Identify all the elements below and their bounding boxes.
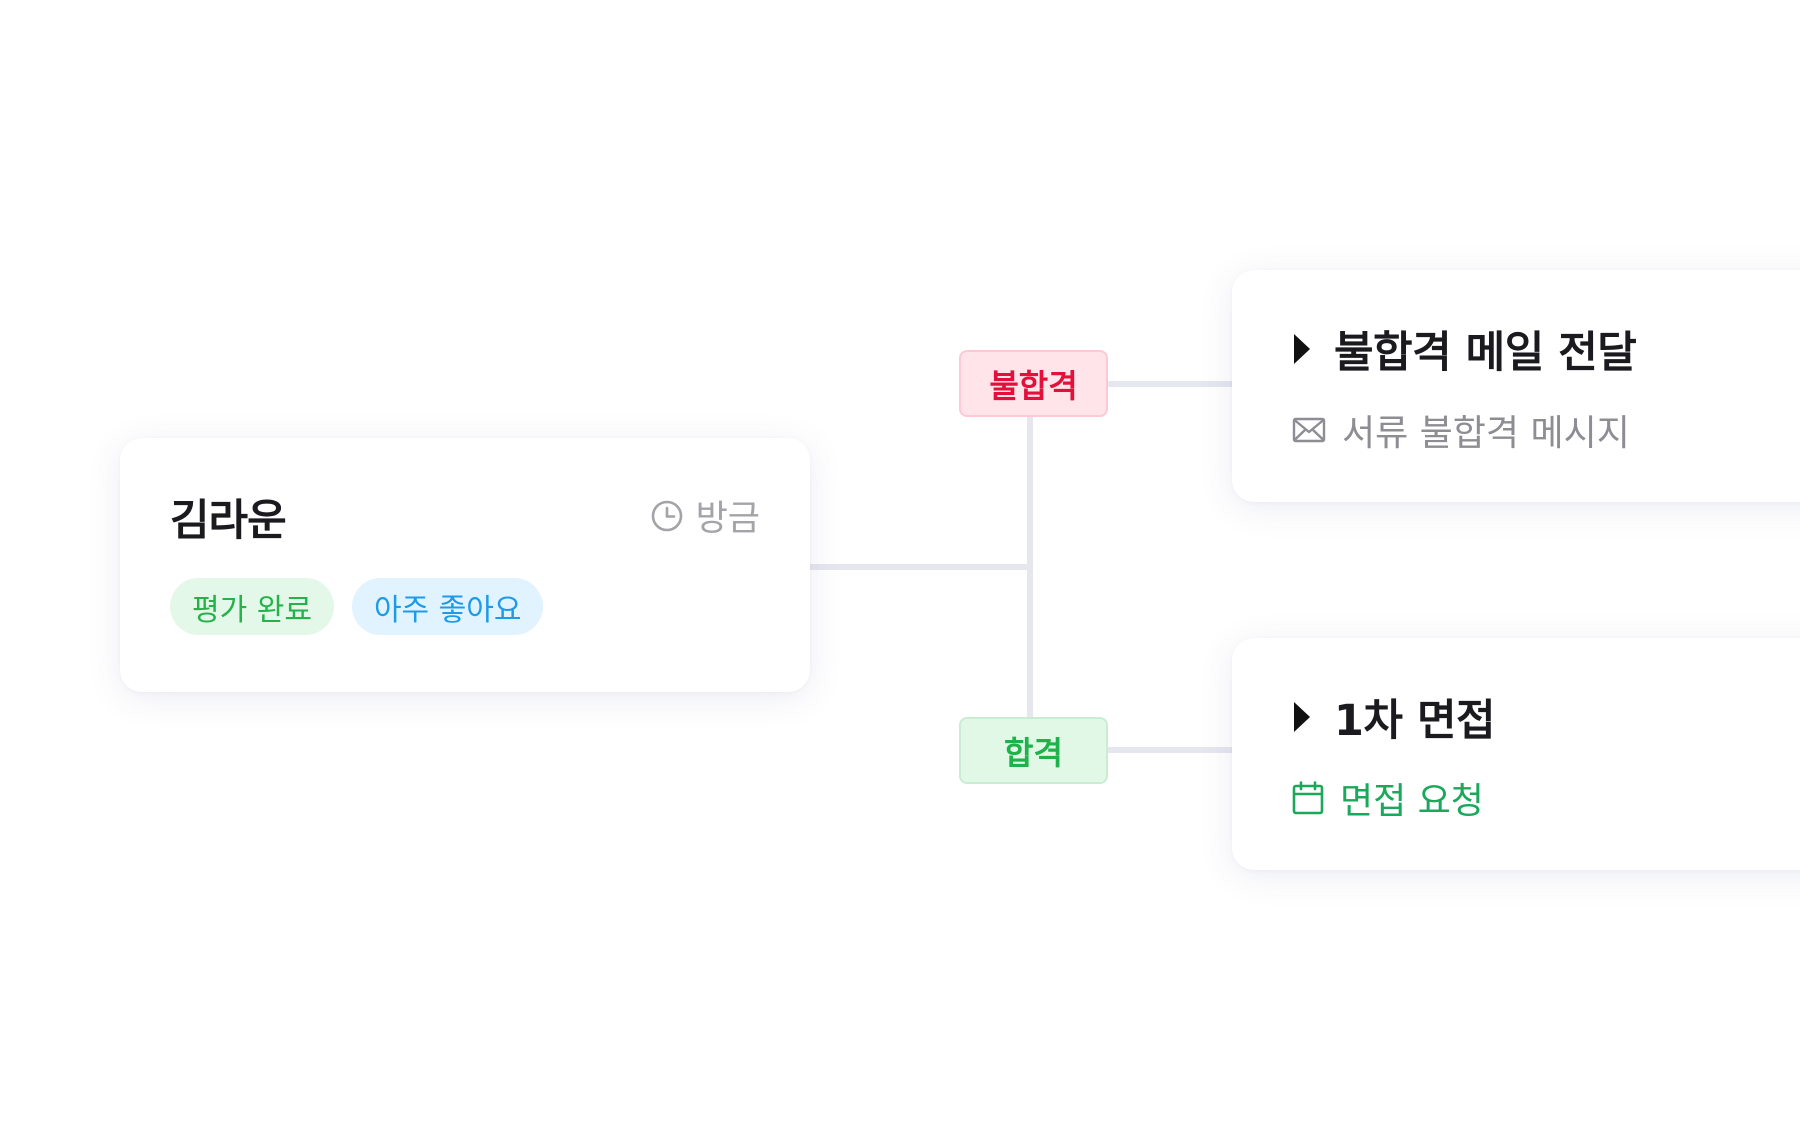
pass-action-title-label: 1차 면접	[1334, 696, 1496, 746]
fail-action-card[interactable]: 불합격 메일 전달 서류 불합격 메시지	[1232, 270, 1800, 502]
expand-triangle-icon[interactable]	[1294, 334, 1310, 364]
fail-action-detail: 서류 불합격 메시지	[1292, 404, 1630, 456]
tag-rating: 아주 좋아요	[351, 578, 544, 635]
tag-evaluation-status: 평가 완료	[170, 578, 334, 635]
candidate-card[interactable]: 김라운 방금 평가 완료 아주 좋아요	[120, 438, 810, 692]
mail-icon	[1292, 416, 1326, 444]
pass-action-title[interactable]: 1차 면접	[1294, 686, 1496, 748]
pass-action-detail: 면접 요청	[1292, 772, 1484, 824]
fail-action-title-label: 불합격 메일 전달	[1334, 328, 1637, 378]
pass-action-card[interactable]: 1차 면접 면접 요청	[1232, 638, 1800, 870]
pass-badge[interactable]: 합격	[959, 717, 1108, 784]
clock-icon	[650, 499, 684, 533]
fail-action-detail-label: 서류 불합격 메시지	[1342, 413, 1630, 454]
pass-action-detail-label: 면접 요청	[1340, 781, 1484, 822]
timestamp: 방금	[650, 490, 760, 541]
fail-badge[interactable]: 불합격	[959, 350, 1108, 417]
candidate-tags: 평가 완료 아주 좋아요	[170, 578, 544, 635]
timestamp-label: 방금	[695, 499, 760, 539]
candidate-name: 김라운	[170, 496, 287, 546]
expand-triangle-icon[interactable]	[1294, 702, 1310, 732]
calendar-icon	[1292, 781, 1324, 815]
fail-action-title[interactable]: 불합격 메일 전달	[1294, 318, 1637, 380]
